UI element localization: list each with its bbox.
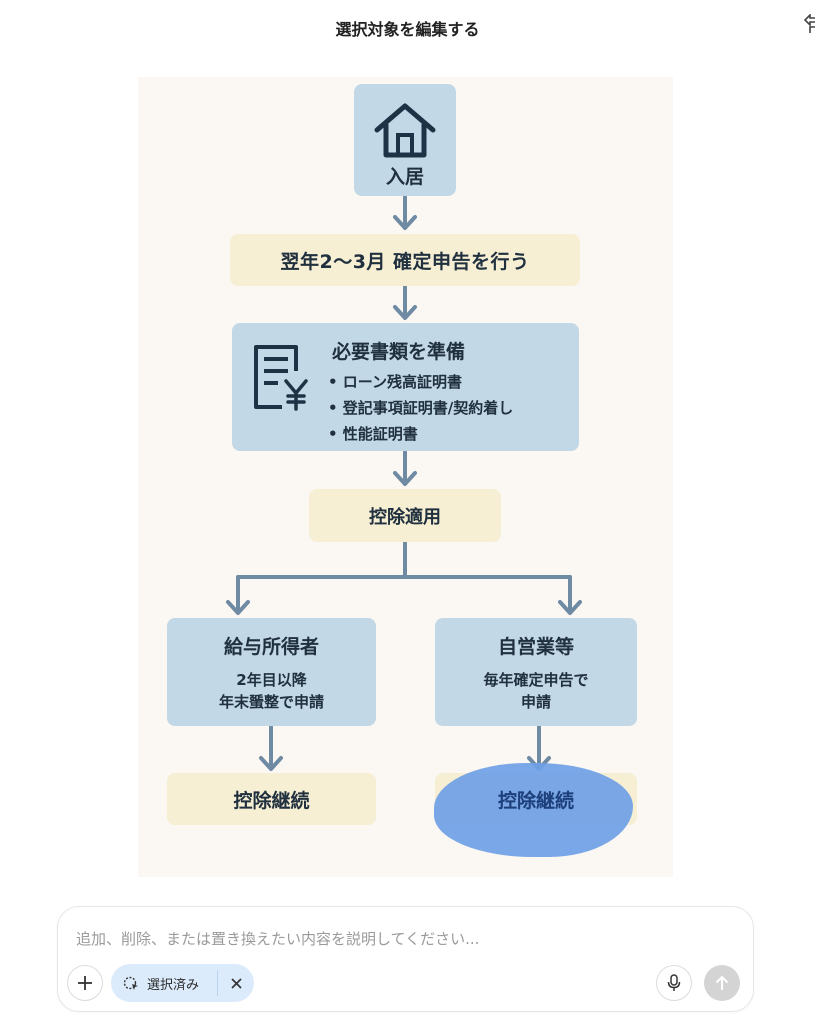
selection-chip[interactable]: 選択済み [111, 964, 254, 1002]
house-icon [374, 103, 436, 157]
documents-node: 必要書類を準備 • ローン残高証明書 • 登記事項証明書/契約着し • 性能証明… [232, 323, 579, 451]
salaried-line-2: 年末蜑整で申請 [218, 692, 324, 711]
edit-prompt-input[interactable] [76, 927, 676, 951]
continue-deduction-left-label: 控除継続 [233, 789, 310, 812]
flowchart-image[interactable]: 入居 翌年2～3月 確定申告を行う 必要書類を準備 • ローン残高証明書 • 登… [138, 77, 673, 877]
edit-composer: 選択済み [57, 906, 754, 1012]
self-employed-title: 自営業等 [497, 635, 574, 658]
deduction-applied-node: 控除適用 [309, 489, 501, 542]
move-in-node: 入居 [354, 84, 456, 196]
add-button[interactable] [67, 965, 103, 1001]
salaried-line-1: 2年目以降 [236, 670, 307, 689]
documents-list: • ローン残高証明書 • 登記事項証明書/契約着し • 性能証明書 [328, 369, 513, 447]
documents-item: • 性能証明書 [328, 425, 418, 443]
documents-item: • ローン残高証明書 [328, 373, 463, 391]
page-title: 選択対象を編集する [335, 20, 480, 39]
close-icon [230, 977, 242, 989]
selection-icon [123, 976, 138, 990]
continue-deduction-left-node: 控除継続 [167, 773, 376, 825]
remove-selection-button[interactable] [224, 972, 248, 994]
self-employed-node: 自営業等 毎年確定申告で 申請 [435, 618, 637, 726]
documents-item: • 登記事項証明書/契約着し [328, 399, 514, 417]
plus-icon [78, 976, 92, 990]
continue-deduction-right-label-overlay: 控除継続 [497, 789, 574, 812]
selection-highlight[interactable] [434, 763, 633, 857]
tax-filing-label: 翌年2～3月 確定申告を行う [280, 250, 530, 273]
arrow-up-icon [715, 975, 729, 990]
self-employed-line-2: 申請 [520, 692, 551, 711]
self-employed-line-1: 毎年確定申告で [483, 670, 589, 689]
salaried-title: 給与所得者 [223, 635, 319, 658]
receipt-yen-icon [254, 345, 308, 411]
voice-input-button[interactable] [656, 965, 692, 1001]
chip-divider [217, 970, 218, 996]
send-button[interactable] [704, 965, 740, 1001]
move-in-label: 入居 [385, 165, 424, 188]
tax-filing-node: 翌年2～3月 確定申告を行う [230, 234, 580, 286]
undo-arrow-icon[interactable] [801, 14, 815, 36]
continue-deduction-right-overlay: 控除継続 [435, 773, 637, 825]
flow-connectors [226, 195, 582, 771]
selection-chip-label: 選択済み [147, 977, 200, 993]
deduction-applied-label: 控除適用 [369, 506, 441, 528]
salaried-node: 給与所得者 2年目以降 年末蜑整で申請 [167, 618, 376, 726]
microphone-icon [667, 974, 681, 991]
documents-title: 必要書類を準備 [332, 341, 466, 363]
